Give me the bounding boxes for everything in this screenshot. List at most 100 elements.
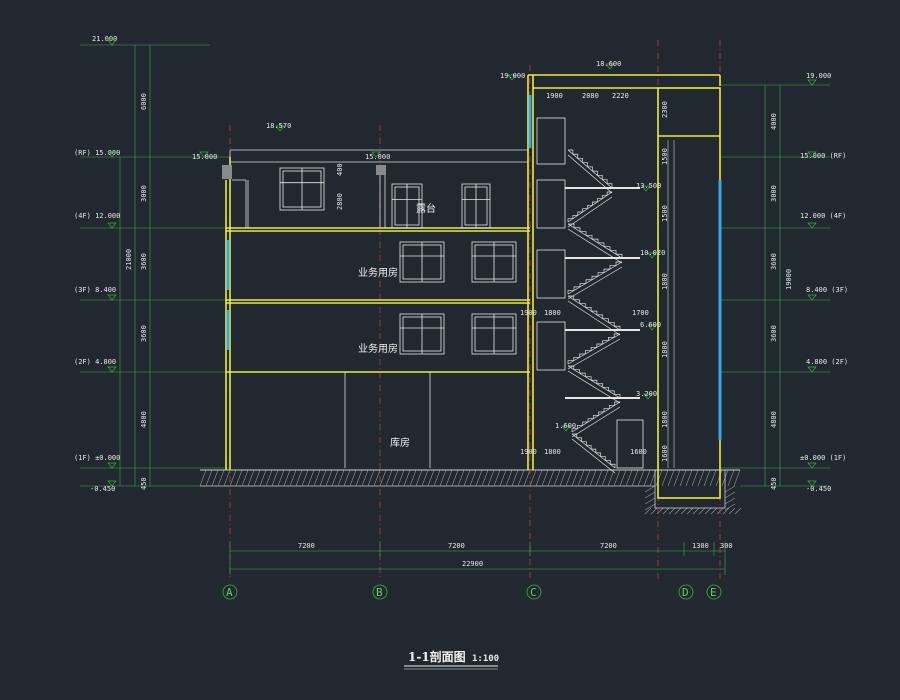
hatch-line [724, 497, 736, 505]
axis-label: A [226, 586, 233, 599]
hatch-line [277, 469, 285, 487]
level-label: 21.000 [92, 35, 117, 43]
level-label: 12.000 (4F) [800, 212, 846, 220]
left-level-labels: 21.000 (RF) 15.000 (4F) 12.000 (3F) 8.40… [74, 35, 120, 493]
hatch-line [433, 469, 441, 487]
window [391, 183, 423, 229]
title-text: 1-1剖面图 [408, 649, 466, 664]
stair-flight [571, 433, 616, 474]
shaft-vertical-lines [667, 140, 675, 468]
level-label: 15.000 [192, 153, 217, 161]
window [399, 241, 445, 283]
hatch-line [655, 469, 663, 487]
dim-text: 450 [770, 477, 778, 490]
hatch-line [439, 469, 447, 487]
hatch-line [511, 469, 519, 487]
level-label: 15.000 [365, 153, 390, 161]
hatch-line [559, 469, 567, 487]
hatch-line [541, 469, 549, 487]
hatch-line [734, 507, 742, 515]
level-label: 18.600 [596, 60, 621, 68]
hatch-line [235, 469, 243, 487]
dim-text: 450 [140, 477, 148, 490]
level-label: 19.000 [500, 72, 525, 80]
dim-text: 1800 [544, 448, 561, 456]
level-marker [107, 462, 117, 469]
level-label: 4.800 (2F) [806, 358, 848, 366]
bottom-dimension-text: 7200 7200 7200 1300 300 22900 [298, 542, 733, 568]
axis-label: D [682, 586, 689, 599]
hatch-line [403, 469, 411, 487]
dim-text: 1500 [661, 148, 669, 165]
hatch-line [259, 469, 267, 487]
dim-text: 7200 [298, 542, 315, 550]
roof-level-labels: 18.570 15.000 15.000 19.000 18.600 [192, 60, 621, 161]
dim-text: 3000 [770, 185, 778, 202]
hatch-line [589, 469, 597, 487]
dim-text: 2300 [661, 101, 669, 118]
hatch-line [601, 469, 609, 487]
hatch-line [199, 469, 207, 487]
hatch-line [373, 469, 381, 487]
level-marker [643, 393, 653, 400]
dim-text: 3600 [770, 325, 778, 342]
level-label: 3.200 [636, 390, 657, 398]
hatch-line [644, 507, 652, 515]
hatch-line [295, 469, 303, 487]
hatch-line [331, 469, 339, 487]
hatch-line [343, 469, 351, 487]
level-markers [107, 39, 817, 487]
axis-label: B [376, 586, 383, 599]
bottom-dimension-chain [229, 542, 726, 575]
scale-text: 1:100 [472, 654, 499, 664]
hatch-line [325, 469, 333, 487]
hatch-line [271, 469, 279, 487]
level-label: (3F) 8.400 [74, 286, 116, 294]
stair-flight [567, 365, 621, 404]
stair-flight [567, 149, 613, 194]
level-marker [107, 294, 117, 301]
room-label: 露台 [416, 202, 436, 215]
dim-text: 4800 [770, 411, 778, 428]
level-label: 13.500 [636, 182, 661, 190]
dim-text: 1500 [661, 205, 669, 222]
level-marker [107, 366, 117, 373]
hatch-line [727, 469, 735, 487]
hatch-line [355, 469, 363, 487]
hatch-line [301, 469, 309, 487]
level-label: 10.020 [640, 249, 665, 257]
dim-text: 2080 [582, 92, 599, 100]
stair-flight [567, 191, 613, 228]
window [279, 167, 325, 211]
hatch-line [535, 469, 543, 487]
hatch-line [517, 469, 525, 487]
dim-text: 22900 [462, 560, 483, 568]
hatch-line [685, 469, 693, 487]
hatch-line [661, 469, 669, 487]
hatch-line [229, 469, 237, 487]
hatch-line [307, 469, 315, 487]
dim-text: 1600 [630, 448, 647, 456]
hatch-line [644, 491, 656, 499]
level-label: 19.000 [806, 72, 831, 80]
misc-dims: 400 2800 1900 1800 1700 1500 1500 1800 1… [336, 101, 669, 462]
hatch-line [583, 469, 591, 487]
hatch-line [724, 491, 736, 499]
hatch-line [391, 469, 399, 487]
hatch-line [619, 469, 627, 487]
hatch-line [704, 507, 712, 515]
hatch-line [349, 469, 357, 487]
hatch-line [445, 469, 453, 487]
level-marker [807, 462, 817, 469]
hatch-line [644, 503, 656, 511]
window [399, 313, 445, 355]
hatch-line [409, 469, 417, 487]
hatch-line [613, 469, 621, 487]
level-label: 1.600 [555, 422, 576, 430]
stair-flight [567, 333, 621, 370]
level-label: (RF) 15.000 [74, 149, 120, 157]
hatch-line [253, 469, 261, 487]
level-marker [807, 480, 817, 487]
hatch-line [697, 469, 705, 487]
